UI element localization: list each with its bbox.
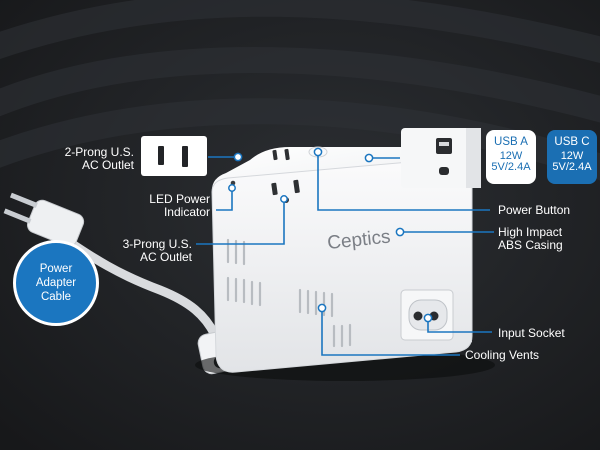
callout-led-indicator: LED Power Indicator	[149, 192, 210, 219]
callout-three-prong-outlet: 3-Prong U.S. AC Outlet	[122, 237, 192, 264]
usb-a-watt: 12W	[499, 149, 523, 162]
callout-abs-casing: High Impact ABS Casing	[498, 225, 563, 252]
callout-dots	[228, 147, 433, 323]
usb-c-spec: 5V/2.4A	[552, 161, 592, 173]
callout-lines	[196, 153, 494, 356]
usb-a-badge: USB A 12W 5V/2.4A	[486, 130, 536, 184]
callout-two-prong-outlet: 2-Prong U.S. AC Outlet	[64, 145, 134, 172]
power-cable-label: Power Adapter Cable	[35, 263, 77, 303]
usb-a-name: USB A	[494, 136, 528, 148]
usb-a-spec: 5V/2.4A	[491, 161, 531, 173]
callout-cooling-vents: Cooling Vents	[465, 348, 540, 362]
top-outlets	[230, 146, 328, 203]
power-cable-badge: Power Adapter Cable	[13, 240, 99, 326]
usb-c-watt: 12W	[560, 149, 584, 162]
two-prong-inset	[141, 136, 207, 176]
callout-power-button: Power Button	[498, 203, 571, 217]
usb-c-badge: USB C 12W 5V/2.4A	[547, 130, 597, 184]
cable-plug	[3, 192, 85, 247]
callout-input-socket: Input Socket	[498, 326, 565, 340]
usb-c-name: USB C	[554, 136, 590, 148]
travel-adapter: Ceptics	[211, 146, 473, 373]
usb-inset	[401, 128, 481, 188]
front-vents	[226, 238, 352, 348]
two-prong-outlet-top	[272, 148, 290, 161]
